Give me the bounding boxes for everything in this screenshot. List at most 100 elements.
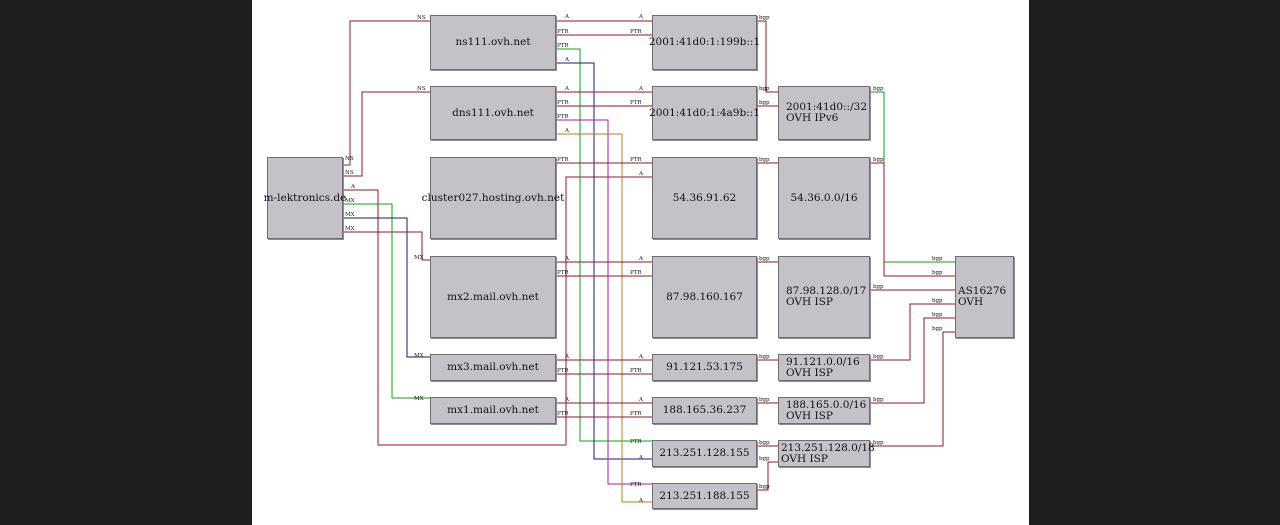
edge-label-a: A xyxy=(638,354,644,360)
edge-label-ptr: PTR xyxy=(630,411,642,417)
edge-mx-mx1 xyxy=(344,203,430,399)
edge-label-a: A xyxy=(564,128,570,134)
edge-label-ptr: PTR xyxy=(630,29,642,35)
node-label-line2: OVH ISP xyxy=(786,366,833,379)
edge-bgp-net213-as xyxy=(871,331,955,447)
edge-label-ptr: PTR xyxy=(630,368,642,374)
edge-label-bgp: bgp xyxy=(759,157,770,163)
edge-label-mx: MX xyxy=(414,396,424,402)
edge-label-a: A xyxy=(564,57,570,63)
node-label-line2: OVH ISP xyxy=(781,452,828,465)
edge-label-a: A xyxy=(638,397,644,403)
edge-label-bgp: bgp xyxy=(932,312,943,318)
edge-label-ptr: PTR xyxy=(630,100,642,106)
node-net54[interactable]: 54.36.0.0/16 xyxy=(778,157,870,239)
node-mx3[interactable]: mx3.mail.ovh.net xyxy=(430,354,556,381)
edge-label-bgp: bgp xyxy=(759,15,770,21)
edge-label-a: A xyxy=(564,86,570,92)
node-label: 188.165.0.0/16 xyxy=(786,398,867,411)
node-label: cluster027.hosting.ovh.net xyxy=(421,191,565,204)
node-label-line2: OVH ISP xyxy=(786,409,833,422)
edge-label-mx: MX xyxy=(414,353,424,359)
edge-label-bgp: bgp xyxy=(759,86,770,92)
node-label: mx2.mail.ovh.net xyxy=(447,290,539,303)
edge-label-bgp: bgp xyxy=(932,298,943,304)
edge-bgp-ip6a-net6 xyxy=(758,20,778,93)
node-label: ns111.ovh.net xyxy=(455,36,531,48)
node-label-line2: OVH IPv6 xyxy=(786,112,839,124)
edge-layer: NS NS NS NS A MX MX MX MX MX MX A A PTR PTR PTR PTR A A A A P… xyxy=(344,14,955,504)
edge-ns-dns111 xyxy=(344,91,430,177)
node-label: 2001:41d0::/32 xyxy=(786,101,867,113)
node-label: 2001:41d0:1:199b::1 xyxy=(648,36,761,48)
edge-label-bgp: bgp xyxy=(873,440,884,446)
node-ip4a[interactable]: 54.36.91.62 xyxy=(652,157,757,239)
edge-label-a: A xyxy=(638,14,644,20)
edge-label-ns: NS xyxy=(417,86,426,92)
edge-label-bgp: bgp xyxy=(759,100,770,106)
edge-label-bgp: bgp xyxy=(759,354,770,360)
edge-label-a: A xyxy=(638,171,644,177)
node-label: mx1.mail.ovh.net xyxy=(447,404,539,416)
edge-label-bgp: bgp xyxy=(873,86,884,92)
node-label-line2: OVH ISP xyxy=(786,296,833,308)
node-ip4d[interactable]: 188.165.36.237 xyxy=(652,397,757,424)
edge-label-ptr: PTR xyxy=(557,43,569,49)
edge-ns-ns111 xyxy=(344,20,430,166)
node-label: dns111.ovh.net xyxy=(452,106,534,119)
edge-label-mx: MX xyxy=(345,198,355,204)
node-ip6a[interactable]: 2001:41d0:1:199b::1 xyxy=(648,15,761,70)
node-ns111[interactable]: ns111.ovh.net xyxy=(430,15,556,70)
edge-label-mx: MX xyxy=(414,255,424,261)
edge-label-a: A xyxy=(350,184,356,190)
edge-label-a: A xyxy=(638,86,644,92)
node-cluster[interactable]: cluster027.hosting.ovh.net xyxy=(422,157,564,239)
node-label: 213.251.188.155 xyxy=(659,489,750,502)
node-label: 91.121.53.175 xyxy=(666,361,743,373)
edge-label-ptr: PTR xyxy=(630,270,642,276)
node-domain[interactable]: m-lektronics.de xyxy=(264,157,346,239)
edge-label-mx: MX xyxy=(345,226,355,232)
edge-label-mx: MX xyxy=(345,212,355,218)
edge-label-bgp: bgp xyxy=(932,270,943,276)
node-label: AS16276 xyxy=(958,285,1007,297)
edge-label-bgp: bgp xyxy=(759,397,770,403)
edge-ptr-ip4f-dns111 xyxy=(557,119,652,485)
edge-label-ns: NS xyxy=(345,156,354,162)
edge-label-bgp: bgp xyxy=(759,440,770,446)
edge-label-bgp: bgp xyxy=(759,456,770,462)
edge-label-ns: NS xyxy=(345,170,354,176)
node-ip4f[interactable]: 213.251.188.155 xyxy=(652,483,757,509)
edge-label-bgp: bgp xyxy=(932,326,943,332)
edge-label-bgp: bgp xyxy=(759,484,770,490)
node-ip4e[interactable]: 213.251.128.155 xyxy=(652,440,757,467)
edge-label-ns: NS xyxy=(417,15,426,21)
node-label: 87.98.128.0/17 xyxy=(786,285,867,297)
node-label: 2001:41d0:1:4a9b::1 xyxy=(649,106,760,119)
node-dns111[interactable]: dns111.ovh.net xyxy=(430,86,556,140)
edge-bgp-net54-as xyxy=(871,162,955,277)
node-mx2[interactable]: mx2.mail.ovh.net xyxy=(430,256,556,338)
edge-bgp-net91-as xyxy=(871,303,955,361)
edge-label-ptr: PTR xyxy=(557,157,569,163)
node-label: 188.165.36.237 xyxy=(662,404,747,416)
node-label: 213.251.128.155 xyxy=(659,447,750,459)
node-label: m-lektronics.de xyxy=(263,191,347,204)
edge-bgp-ip4f-net213 xyxy=(758,461,778,491)
node-label: 54.36.0.0/16 xyxy=(790,191,858,204)
edge-label-ptr: PTR xyxy=(557,368,569,374)
node-ip4b[interactable]: 87.98.160.167 xyxy=(652,256,757,338)
edge-label-a: A xyxy=(638,455,644,461)
node-ip4c[interactable]: 91.121.53.175 xyxy=(652,354,757,381)
node-mx1[interactable]: mx1.mail.ovh.net xyxy=(430,397,556,424)
edge-label-a: A xyxy=(564,14,570,20)
node-ip6b[interactable]: 2001:41d0:1:4a9b::1 xyxy=(649,86,760,140)
node-label: mx3.mail.ovh.net xyxy=(447,361,539,373)
edge-label-ptr: PTR xyxy=(557,411,569,417)
